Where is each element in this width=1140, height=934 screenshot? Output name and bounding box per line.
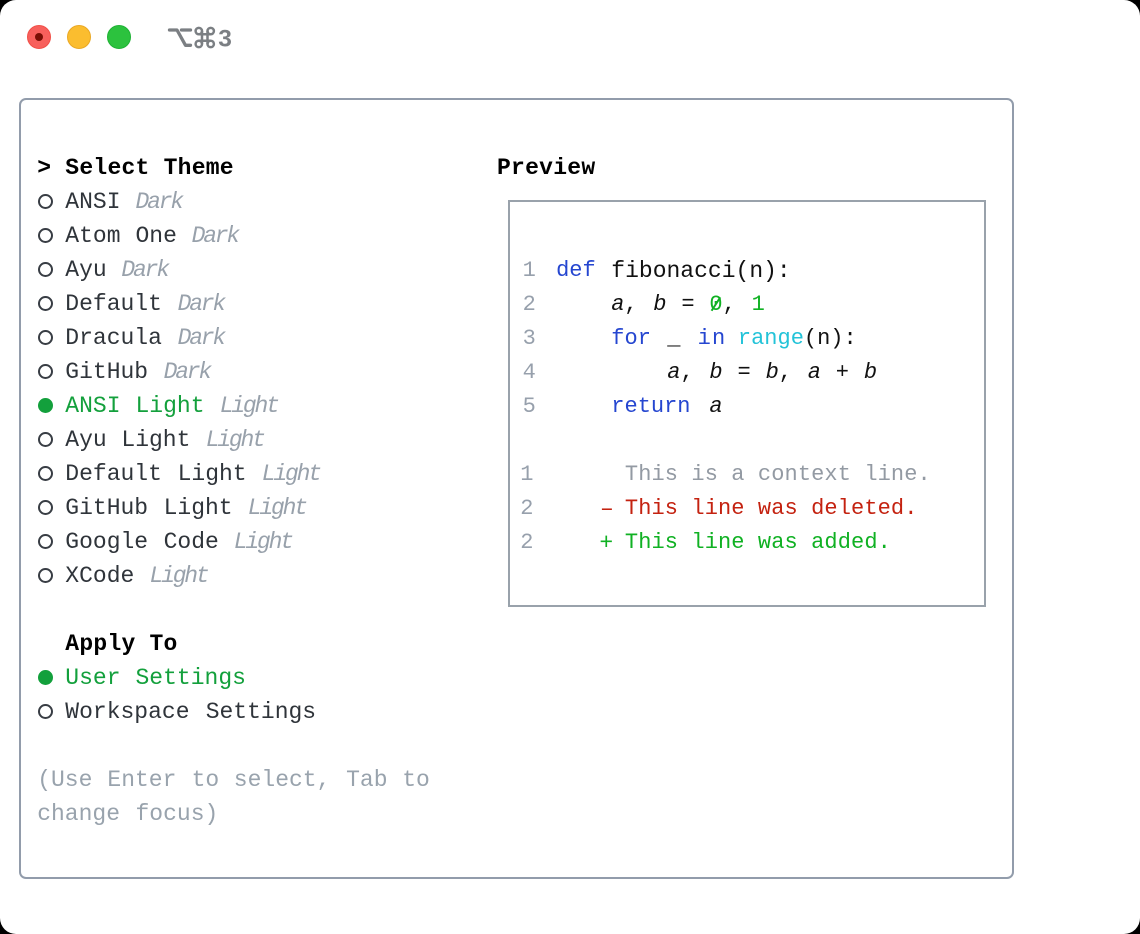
svg-text:3: 3 xyxy=(218,25,232,52)
